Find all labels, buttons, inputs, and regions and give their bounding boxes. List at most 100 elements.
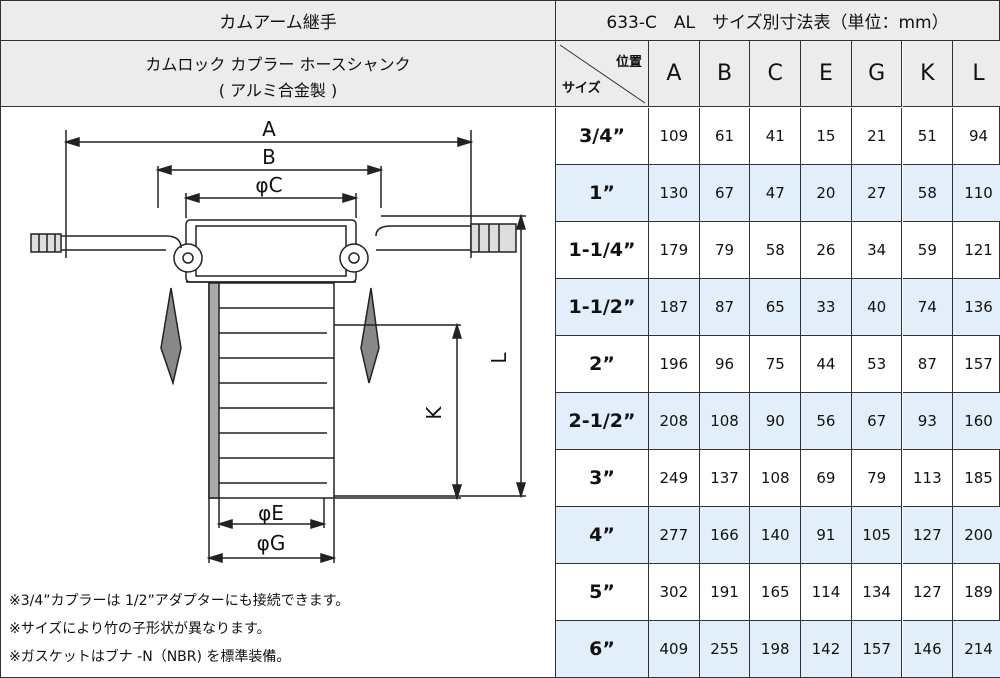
column-header-c: C <box>750 41 802 107</box>
row-size-label: 3” <box>556 450 649 507</box>
table-cell-l: 136 <box>953 279 1000 336</box>
spec-title: 633-C AL サイズ別寸法表（単位：mm） <box>556 1 999 41</box>
row-size-label: 5” <box>556 564 649 621</box>
table-cell-c: 75 <box>750 336 802 393</box>
table-cell-g: 79 <box>851 450 903 507</box>
table-cell-g: 134 <box>851 564 903 621</box>
row-size-label: 4” <box>556 507 649 564</box>
table-cell-g: 67 <box>851 393 903 450</box>
table-cell-c: 108 <box>750 450 802 507</box>
note-2: ※サイズにより竹の子形状が異なります。 <box>9 621 271 637</box>
table-cell-k: 58 <box>902 165 954 222</box>
table-cell-b: 137 <box>699 450 751 507</box>
dim-label-a: A <box>262 117 276 141</box>
table-cell-e: 114 <box>801 564 852 621</box>
column-header-a: A <box>649 41 700 107</box>
column-header-e: E <box>801 41 852 107</box>
table-cell-g: 40 <box>851 279 903 336</box>
table-cell-a: 208 <box>649 393 700 450</box>
dim-label-g: φG <box>257 531 286 555</box>
table-cell-a: 179 <box>649 222 700 279</box>
table-cell-l: 94 <box>953 108 1000 165</box>
table-cell-e: 91 <box>801 507 852 564</box>
corner-size-label: サイズ <box>562 81 601 96</box>
table-cell-g: 27 <box>851 165 903 222</box>
row-size-label: 1” <box>556 165 649 222</box>
row-size-label: 3/4” <box>556 108 649 165</box>
table-cell-c: 198 <box>750 621 802 677</box>
table-cell-e: 142 <box>801 621 852 677</box>
table-cell-k: 59 <box>902 222 954 279</box>
subtitle-line2: ( アルミ合金製 ) <box>218 81 338 100</box>
table-cell-g: 53 <box>851 336 903 393</box>
table-cell-k: 87 <box>902 336 954 393</box>
column-header-k: K <box>902 41 954 107</box>
table-cell-b: 191 <box>699 564 751 621</box>
dim-label-b: B <box>262 145 276 169</box>
corner-diagonal <box>559 44 646 104</box>
column-header-l: L <box>953 41 1000 107</box>
diagram-area: A B φC K L φE φG ※3/4”カプラーは 1/2”アダプターにも接… <box>1 108 556 677</box>
table-cell-a: 249 <box>649 450 700 507</box>
table-cell-c: 165 <box>750 564 802 621</box>
corner-cell: 位置 サイズ <box>556 41 649 107</box>
table-cell-g: 157 <box>851 621 903 677</box>
row-size-label: 2” <box>556 336 649 393</box>
table-cell-e: 33 <box>801 279 852 336</box>
table-cell-a: 302 <box>649 564 700 621</box>
dim-label-l: L <box>487 352 511 364</box>
table-cell-c: 140 <box>750 507 802 564</box>
product-title: カムアーム継手 <box>1 1 556 41</box>
table-cell-l: 214 <box>953 621 1000 677</box>
table-cell-c: 47 <box>750 165 802 222</box>
table-cell-b: 108 <box>699 393 751 450</box>
table-cell-k: 51 <box>902 108 954 165</box>
table-cell-l: 157 <box>953 336 1000 393</box>
table-cell-a: 187 <box>649 279 700 336</box>
table-cell-l: 185 <box>953 450 1000 507</box>
table-cell-e: 44 <box>801 336 852 393</box>
table-cell-k: 113 <box>902 450 954 507</box>
table-cell-l: 121 <box>953 222 1000 279</box>
table-cell-g: 21 <box>851 108 903 165</box>
dim-label-e: φE <box>258 501 284 525</box>
table-cell-a: 409 <box>649 621 700 677</box>
table-cell-e: 20 <box>801 165 852 222</box>
table-cell-b: 67 <box>699 165 751 222</box>
table-cell-c: 90 <box>750 393 802 450</box>
dim-label-c: φC <box>255 173 282 197</box>
row-size-label: 6” <box>556 621 649 677</box>
table-cell-c: 58 <box>750 222 802 279</box>
table-cell-c: 41 <box>750 108 802 165</box>
note-1: ※3/4”カプラーは 1/2”アダプターにも接続できます。 <box>9 593 350 609</box>
table-cell-b: 255 <box>699 621 751 677</box>
table-cell-b: 166 <box>699 507 751 564</box>
table-cell-e: 69 <box>801 450 852 507</box>
row-size-label: 1-1/2” <box>556 279 649 336</box>
product-subtitle: カムロック カプラー ホースシャンク ( アルミ合金製 ) <box>1 41 556 107</box>
table-cell-l: 110 <box>953 165 1000 222</box>
table-cell-k: 127 <box>902 507 954 564</box>
column-header-b: B <box>699 41 751 107</box>
table-cell-a: 109 <box>649 108 700 165</box>
table-cell-k: 146 <box>902 621 954 677</box>
note-3: ※ガスケットはブナ -N（NBR) を標準装備。 <box>9 649 291 665</box>
table-cell-a: 196 <box>649 336 700 393</box>
table-cell-b: 96 <box>699 336 751 393</box>
subtitle-line1: カムロック カプラー ホースシャンク <box>145 55 411 74</box>
table-cell-a: 277 <box>649 507 700 564</box>
table-cell-k: 127 <box>902 564 954 621</box>
table-cell-c: 65 <box>750 279 802 336</box>
table-cell-a: 130 <box>649 165 700 222</box>
table-cell-k: 74 <box>902 279 954 336</box>
table-cell-l: 200 <box>953 507 1000 564</box>
row-size-label: 2-1/2” <box>556 393 649 450</box>
table-cell-b: 87 <box>699 279 751 336</box>
table-cell-l: 189 <box>953 564 1000 621</box>
table-cell-g: 105 <box>851 507 903 564</box>
coupler-drawing: A B φC K L φE φG <box>30 117 527 564</box>
table-cell-g: 34 <box>851 222 903 279</box>
table-cell-b: 79 <box>699 222 751 279</box>
table-cell-e: 26 <box>801 222 852 279</box>
